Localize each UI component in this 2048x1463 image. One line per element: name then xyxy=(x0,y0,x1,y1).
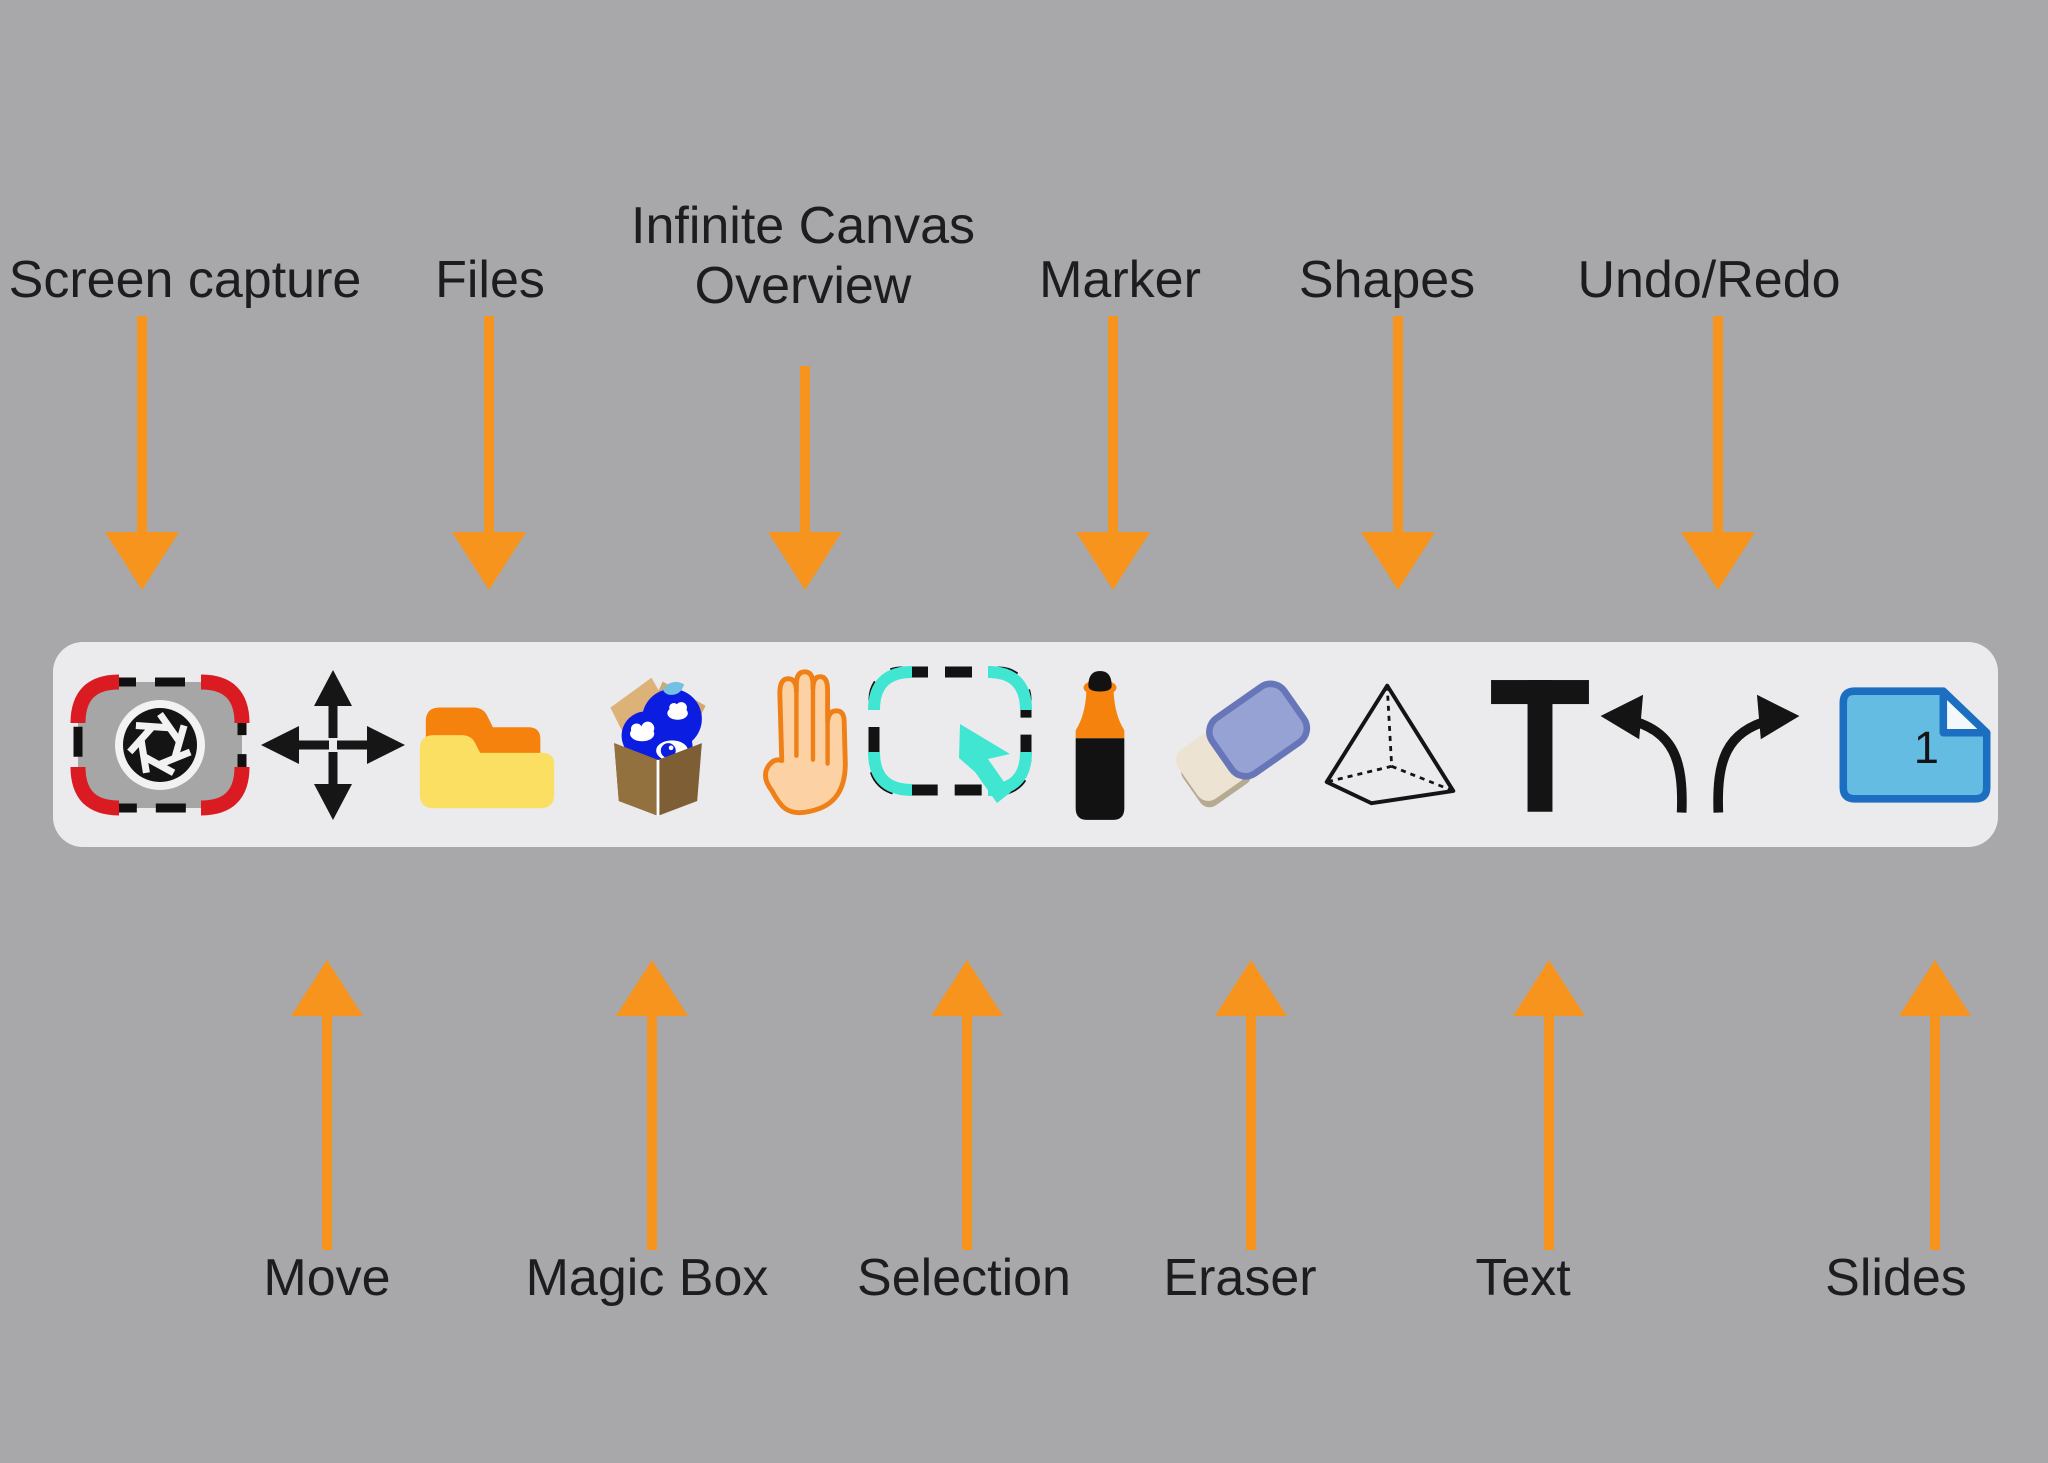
label-text: Text xyxy=(1475,1249,1571,1307)
infinite-canvas-overview-tool[interactable] xyxy=(758,666,866,824)
hand-icon xyxy=(763,668,848,815)
files-folder-icon xyxy=(419,706,555,808)
arrow-magic-box xyxy=(616,960,688,1250)
arrow-files xyxy=(452,316,526,590)
arrowhead xyxy=(1899,960,1971,1016)
label-screen-capture: Screen capture xyxy=(8,251,362,309)
magic-box-icon xyxy=(610,677,706,816)
selection-icon xyxy=(868,665,1032,803)
pyramid-icon xyxy=(1324,683,1456,805)
marker-tool[interactable] xyxy=(1064,665,1136,825)
shapes-tool[interactable] xyxy=(1320,670,1460,820)
undo-redo-tool[interactable] xyxy=(1589,671,1811,819)
arrowhead xyxy=(1215,960,1287,1016)
arrowhead xyxy=(105,532,179,590)
arrowhead xyxy=(1076,532,1150,590)
arrow-move xyxy=(291,960,363,1250)
arrowhead xyxy=(931,960,1003,1016)
move-tool[interactable] xyxy=(257,666,409,824)
cursor-arrow-icon xyxy=(959,723,1011,803)
eraser-tool[interactable] xyxy=(1165,672,1315,818)
move-icon xyxy=(261,669,405,820)
label-infinite-canvas-overview: Infinite Canvas Overview xyxy=(631,197,975,315)
slides-page-icon: 1 xyxy=(1839,686,1991,803)
label-magic-box: Magic Box xyxy=(525,1249,769,1307)
arrowhead xyxy=(616,960,688,1016)
label-move: Move xyxy=(263,1249,391,1307)
marker-icon xyxy=(1075,670,1125,820)
screen-capture-icon xyxy=(70,674,250,815)
arrow-undo-redo xyxy=(1681,316,1755,590)
whiteboard-toolbar: 1 xyxy=(53,642,1998,847)
undo-arrow-icon xyxy=(1628,714,1687,813)
slides-tool[interactable]: 1 xyxy=(1829,678,2001,812)
label-slides: Slides xyxy=(1825,1249,1967,1307)
screen-capture-tool[interactable] xyxy=(65,669,255,821)
arrowhead xyxy=(452,532,526,590)
arrow-slides xyxy=(1899,960,1971,1250)
arrowhead xyxy=(768,532,842,590)
arrow-selection xyxy=(931,960,1003,1250)
arrowhead xyxy=(1681,532,1755,590)
text-tool[interactable] xyxy=(1488,669,1593,821)
arrow-shapes xyxy=(1361,316,1435,590)
selection-tool[interactable] xyxy=(862,660,1062,830)
label-eraser: Eraser xyxy=(1163,1249,1317,1307)
arrowhead xyxy=(1361,532,1435,590)
files-tool[interactable] xyxy=(410,671,568,819)
label-shapes: Shapes xyxy=(1298,251,1476,309)
arrow-infinite-canvas-overview xyxy=(768,366,842,590)
slide-page-number: 1 xyxy=(1914,721,1939,772)
text-t-icon xyxy=(1491,679,1589,812)
arrowhead xyxy=(291,960,363,1016)
arrow-text xyxy=(1513,960,1585,1250)
label-files: Files xyxy=(435,251,545,309)
undo-redo-icon xyxy=(1600,694,1800,813)
arrowhead xyxy=(1513,960,1585,1016)
label-undo-redo: Undo/Redo xyxy=(1577,251,1841,309)
magic-box-tool[interactable] xyxy=(588,661,728,829)
redo-arrow-icon xyxy=(1713,714,1772,813)
arrow-eraser xyxy=(1215,960,1287,1250)
arrow-marker xyxy=(1076,316,1150,590)
eraser-icon xyxy=(1175,680,1311,807)
arrow-screen-capture xyxy=(105,316,179,590)
label-selection: Selection xyxy=(857,1249,1071,1307)
label-marker: Marker xyxy=(1039,251,1201,309)
